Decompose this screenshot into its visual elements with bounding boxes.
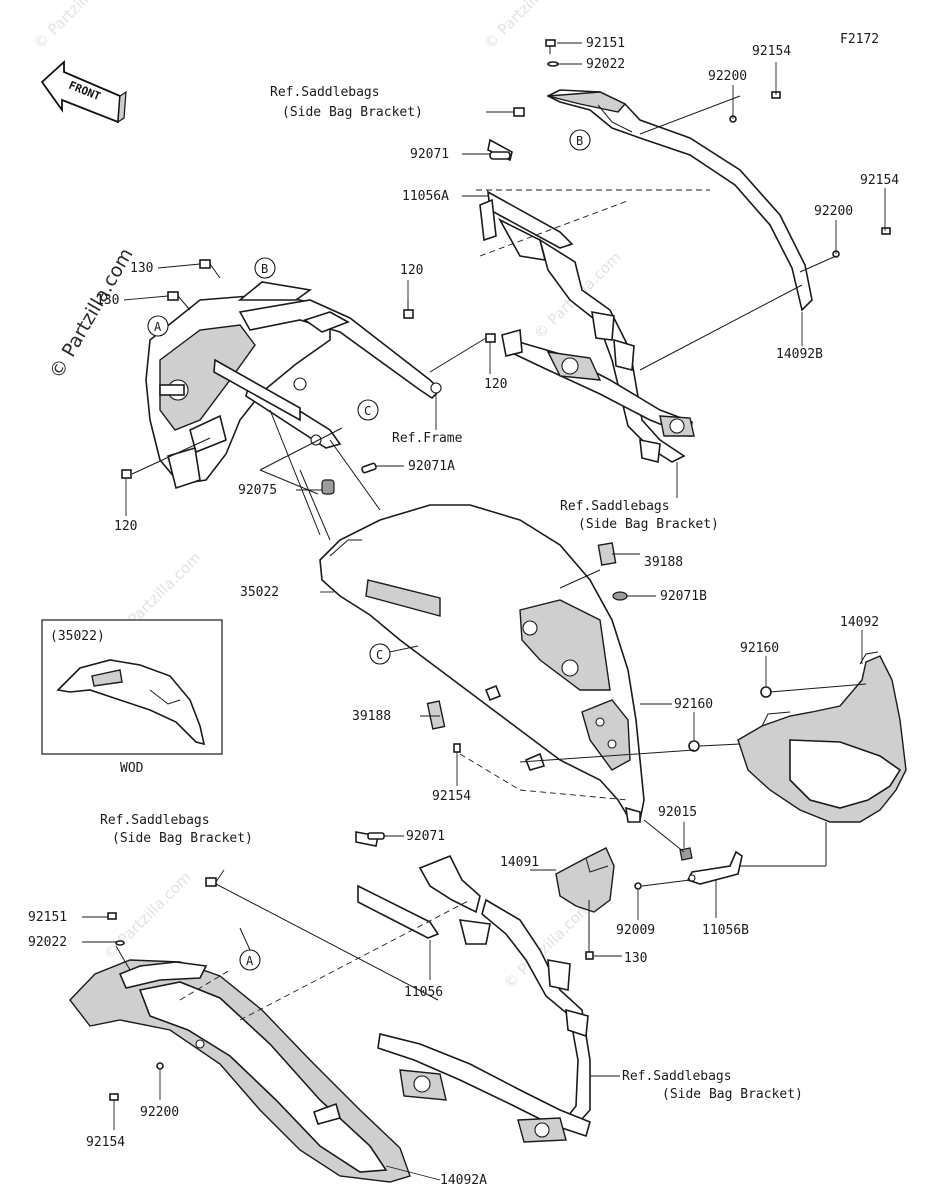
leaders-14092 [519, 630, 867, 763]
leaders-fender [320, 553, 672, 801]
rear-fender-35022 [319, 504, 645, 823]
svg-text:B: B [261, 262, 268, 276]
hardware-frame [121, 259, 496, 495]
diagram-code: F2172 [840, 32, 879, 47]
label-130: 130 [130, 261, 153, 276]
labels-bottom: Ref.Saddlebags (Side Bag Bracket) 92071 … [28, 813, 803, 1188]
label-side-bag-bracket: (Side Bag Bracket) [578, 517, 719, 532]
svg-text:C: C [364, 404, 371, 418]
label-120: 120 [400, 263, 423, 278]
callout-C-frame: C [357, 399, 379, 421]
label-92154: 92154 [86, 1135, 125, 1150]
label-92200: 92200 [814, 204, 853, 219]
cover-14092B [546, 89, 813, 312]
label-120: 120 [484, 377, 507, 392]
labels-14092: 14092 92160 [740, 615, 879, 656]
label-92200: 92200 [140, 1105, 179, 1120]
label-39188: 39188 [352, 709, 391, 724]
label-92009: 92009 [616, 923, 655, 938]
hardware-14092 [688, 686, 772, 752]
label-14092A: 14092A [440, 1173, 487, 1188]
label-ref-saddlebags: Ref.Saddlebags [270, 85, 380, 100]
label-11056B: 11056B [702, 923, 749, 938]
label-92071: 92071 [406, 829, 445, 844]
label-92154: 92154 [752, 44, 791, 59]
svg-text:A: A [246, 954, 254, 968]
leaders-lower-right [530, 819, 827, 957]
cover-14092A [69, 959, 411, 1183]
label-side-bag-bracket: (Side Bag Bracket) [282, 105, 423, 120]
labels-lower-right: 92015 14091 92009 11056B 130 [500, 805, 749, 966]
label-92071: 92071 [410, 147, 449, 162]
wod-caption: WOD [120, 761, 144, 776]
bracket-11056B [679, 847, 743, 885]
side-bag-bracket-bottom [377, 898, 591, 1143]
callout-B-top: B [569, 129, 591, 151]
svg-text:B: B [576, 134, 583, 148]
label-92022: 92022 [28, 935, 67, 950]
cover-14092 [737, 651, 907, 823]
front-arrow-icon: FRONT [40, 59, 127, 124]
label-92071B: 92071B [660, 589, 707, 604]
label-92075: 92075 [238, 483, 277, 498]
label-ref-saddlebags: Ref.Saddlebags [100, 813, 210, 828]
leaders-frame [123, 263, 491, 541]
callout-A-bottom: A [239, 949, 261, 971]
side-bag-bracket-top [501, 238, 695, 463]
label-92071A: 92071A [408, 459, 455, 474]
label-92151: 92151 [586, 36, 625, 51]
callout-A-frame: A [147, 315, 169, 337]
callout-B-frame: B [254, 257, 276, 279]
frame-assembly [145, 281, 442, 490]
bracket-11056 [355, 831, 491, 945]
label-92022: 92022 [586, 57, 625, 72]
leaders-bottom [82, 835, 620, 1181]
svg-text:C: C [376, 648, 383, 662]
label-120: 120 [114, 519, 137, 534]
label-ref-frame: Ref.Frame [392, 431, 463, 446]
label-92160: 92160 [740, 641, 779, 656]
labels-fender: 39188 35022 92071B 39188 92154 92160 [240, 555, 713, 804]
label-14091: 14091 [500, 855, 539, 870]
label-130: 130 [624, 951, 647, 966]
watermark-text: © Partzilla.com [30, 0, 125, 53]
label-92160: 92160 [674, 697, 713, 712]
label-11056: 11056 [404, 985, 443, 1000]
hardware-lower-right [585, 882, 642, 960]
labels-top: 92151 92022 92154 92200 Ref.Saddlebags (… [270, 36, 899, 532]
callout-C-fender: C [369, 643, 391, 665]
fender-hardware [426, 542, 628, 753]
leaders-top [462, 42, 886, 498]
label-ref-saddlebags: Ref.Saddlebags [622, 1069, 732, 1084]
label-14092B: 14092B [776, 347, 823, 362]
label-92151: 92151 [28, 910, 67, 925]
label-35022: 35022 [240, 585, 279, 600]
label-130: 130 [96, 293, 119, 308]
hardware-bottom [107, 832, 385, 1101]
wod-inset: (35022) WOD [41, 619, 223, 776]
wod-title: (35022) [50, 629, 105, 644]
label-side-bag-bracket: (Side Bag Bracket) [662, 1087, 803, 1102]
label-14092: 14092 [840, 615, 879, 630]
label-39188: 39188 [644, 555, 683, 570]
label-11056A: 11056A [402, 189, 449, 204]
label-92200: 92200 [708, 69, 747, 84]
watermark-text: © Partzilla.com [480, 0, 575, 53]
label-92154: 92154 [432, 789, 471, 804]
label-ref-saddlebags: Ref.Saddlebags [560, 499, 670, 514]
label-side-bag-bracket: (Side Bag Bracket) [112, 831, 253, 846]
labels-frame: 130 130 120 120 120 Ref.Frame 92071A 920… [96, 261, 507, 534]
label-92154: 92154 [860, 173, 899, 188]
callout-circles: B B A C C A [147, 129, 591, 971]
watermark-vertical: © Partzilla.com [45, 245, 137, 383]
svg-text:A: A [154, 320, 162, 334]
label-92015: 92015 [658, 805, 697, 820]
cover-14091 [555, 847, 615, 913]
